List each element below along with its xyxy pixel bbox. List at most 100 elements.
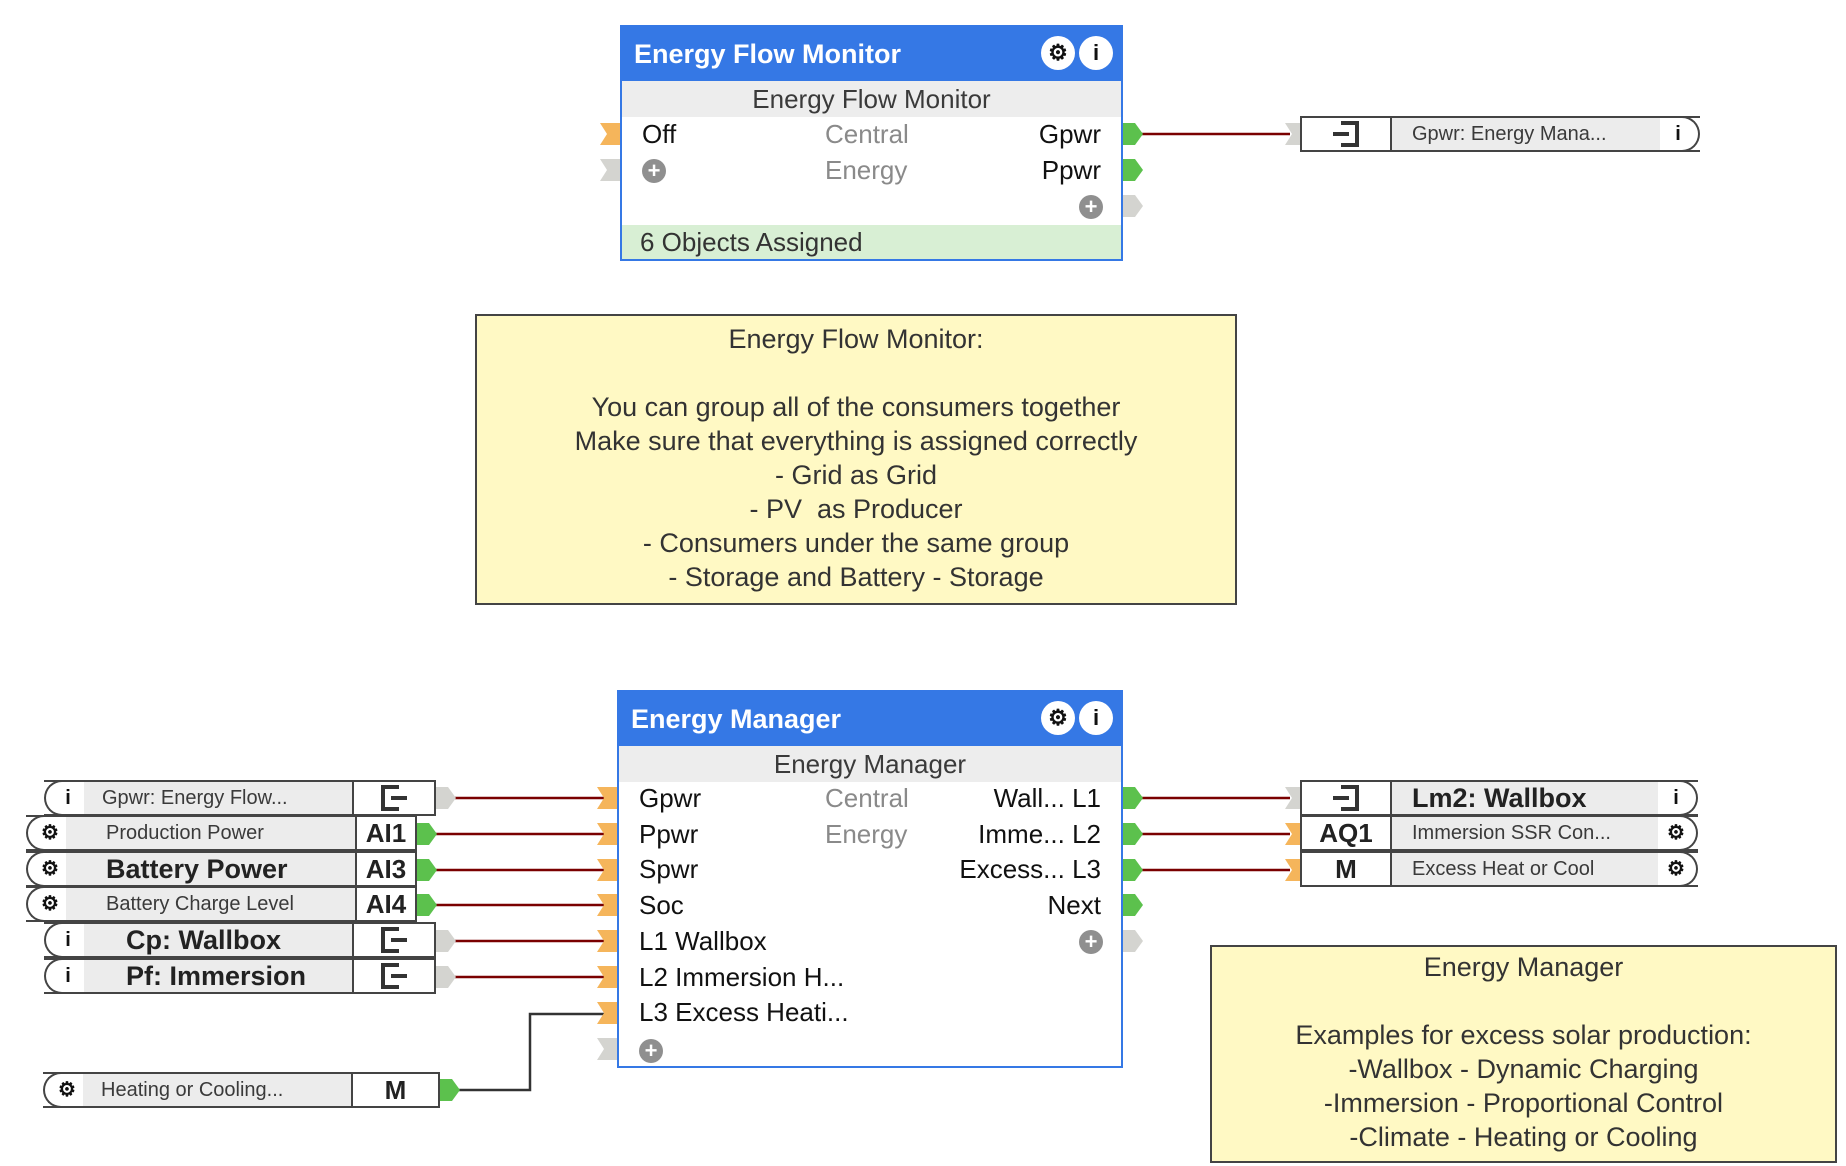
object-label: Pf: Immersion — [84, 960, 352, 992]
info-icon[interactable]: i — [1079, 701, 1113, 735]
object-tag: M — [1300, 851, 1392, 887]
output-label-gpwr: Gpwr — [1038, 119, 1101, 149]
input-port-off[interactable] — [600, 123, 620, 145]
object-label: Excess Heat or Cool — [1392, 853, 1658, 885]
object-gpwr-reference[interactable]: i Gpwr: Energy Flow... — [44, 780, 436, 816]
input-port-ppwr[interactable] — [597, 823, 617, 845]
input-port-empty[interactable] — [597, 1038, 617, 1060]
input-label-l3: L3 Excess Heati... — [639, 997, 849, 1027]
output-port[interactable] — [436, 930, 456, 952]
center-line-2: Energy — [825, 819, 908, 849]
object-lm2-wallbox[interactable]: Lm2: Wallbox i — [1300, 780, 1698, 816]
note-line: You can group all of the consumers toget… — [591, 392, 1121, 422]
gear-icon[interactable]: ⚙ — [41, 858, 59, 880]
gear-icon[interactable]: ⚙ — [1041, 701, 1075, 735]
output-port[interactable] — [417, 859, 437, 881]
gear-icon[interactable]: ⚙ — [58, 1079, 76, 1101]
output-port[interactable] — [436, 966, 456, 988]
note-energy-flow-monitor[interactable]: Energy Flow Monitor: You can group all o… — [475, 314, 1237, 605]
input-label-l2: L2 Immersion H... — [639, 962, 845, 992]
block-title: Energy Manager — [619, 692, 1121, 746]
info-icon[interactable]: i — [65, 965, 71, 987]
object-battery-power[interactable]: ⚙ Battery Power AI3 — [26, 851, 417, 887]
input-port-gpwr[interactable] — [597, 787, 617, 809]
object-label: Battery Power — [66, 853, 355, 885]
center-line-1: Central — [825, 783, 909, 813]
output-label-l1: Wall... L1 — [993, 783, 1101, 813]
add-input-icon[interactable]: + — [639, 1039, 663, 1063]
gpwr-reference-object[interactable]: Gpwr: Energy Mana... i — [1300, 116, 1700, 152]
note-line: Energy Manager — [1423, 952, 1624, 982]
output-port-empty[interactable] — [1123, 930, 1143, 952]
note-line: Make sure that everything is assigned co… — [574, 426, 1138, 456]
output-port[interactable] — [436, 787, 456, 809]
info-icon[interactable]: i — [65, 929, 71, 951]
output-port[interactable] — [417, 823, 437, 845]
object-label: Cp: Wallbox — [84, 924, 352, 956]
note-line: - Storage and Battery - Storage — [668, 562, 1044, 592]
object-excess-heat-or-cool[interactable]: M Excess Heat or Cool ⚙ — [1300, 851, 1698, 887]
energy-flow-monitor-block[interactable]: Energy Flow Monitor ⚙ i Energy Flow Moni… — [620, 25, 1123, 261]
objects-assigned-status: 6 Objects Assigned — [622, 225, 1121, 259]
output-port-ppwr[interactable] — [1123, 159, 1143, 181]
gear-icon[interactable]: ⚙ — [41, 893, 59, 915]
object-label: Lm2: Wallbox — [1392, 782, 1658, 814]
gear-icon[interactable]: ⚙ — [41, 822, 59, 844]
input-port-l2[interactable] — [597, 966, 617, 988]
input-label-l1: L1 Wallbox — [639, 926, 767, 956]
add-output-icon[interactable]: + — [1079, 195, 1103, 219]
output-port-l1[interactable] — [1123, 787, 1143, 809]
object-tag: AQ1 — [1300, 815, 1392, 851]
output-port-next[interactable] — [1123, 894, 1143, 916]
output-port-l2[interactable] — [1123, 823, 1143, 845]
output-port[interactable] — [417, 894, 437, 916]
object-pf-immersion[interactable]: i Pf: Immersion — [44, 958, 436, 994]
gear-icon[interactable]: ⚙ — [1667, 822, 1685, 844]
output-port-l3[interactable] — [1123, 859, 1143, 881]
object-label: Gpwr: Energy Flow... — [84, 782, 352, 814]
note-line: - Consumers under the same group — [642, 528, 1070, 558]
info-icon[interactable]: i — [1673, 787, 1679, 809]
gear-icon[interactable]: ⚙ — [1041, 36, 1075, 70]
note-line: -Wallbox - Dynamic Charging — [1348, 1054, 1699, 1084]
block-subtitle: Energy Manager — [619, 746, 1121, 782]
object-heating-or-cooling[interactable]: ⚙ Heating or Cooling... M — [43, 1072, 440, 1108]
object-tag: M — [351, 1072, 440, 1108]
output-port[interactable] — [440, 1079, 460, 1101]
energy-manager-block[interactable]: Energy Manager ⚙ i Energy Manager Gpwr P… — [617, 690, 1123, 1068]
center-line-1: Central — [825, 119, 909, 149]
reference-input-icon — [1300, 118, 1392, 150]
input-port-l1[interactable] — [597, 930, 617, 952]
output-port-empty[interactable] — [1123, 195, 1143, 217]
input-port-empty[interactable] — [600, 159, 620, 181]
output-port-gpwr[interactable] — [1123, 123, 1143, 145]
reference-output-icon — [352, 922, 436, 958]
reference-input-icon — [1300, 780, 1392, 816]
object-label: Immersion SSR Con... — [1392, 817, 1658, 849]
object-production-power[interactable]: ⚙ Production Power AI1 — [26, 815, 417, 851]
input-port-l3[interactable] — [597, 1002, 617, 1024]
note-line — [477, 356, 1235, 390]
info-icon[interactable]: i — [1675, 123, 1681, 145]
input-port-spwr[interactable] — [597, 859, 617, 881]
object-label: Heating or Cooling... — [83, 1074, 351, 1106]
object-label: Production Power — [66, 817, 355, 849]
object-tag: AI1 — [355, 815, 417, 851]
input-port-soc[interactable] — [597, 894, 617, 916]
add-output-icon[interactable]: + — [1079, 930, 1103, 954]
add-input-icon[interactable]: + — [642, 159, 666, 183]
input-label-spwr: Spwr — [639, 854, 699, 884]
object-tag: AI3 — [355, 851, 417, 887]
info-icon[interactable]: i — [65, 787, 71, 809]
note-line: - Grid as Grid — [774, 460, 938, 490]
output-label-l3: Excess... L3 — [959, 854, 1101, 884]
gear-icon[interactable]: ⚙ — [1667, 858, 1685, 880]
object-battery-charge-level[interactable]: ⚙ Battery Charge Level AI4 — [26, 886, 417, 922]
block-subtitle: Energy Flow Monitor — [622, 81, 1121, 117]
note-energy-manager[interactable]: Energy Manager Examples for excess solar… — [1210, 945, 1837, 1163]
object-immersion-ssr[interactable]: AQ1 Immersion SSR Con... ⚙ — [1300, 815, 1698, 851]
input-label-soc: Soc — [639, 890, 684, 920]
info-icon[interactable]: i — [1079, 36, 1113, 70]
object-cp-wallbox[interactable]: i Cp: Wallbox — [44, 922, 436, 958]
note-line: -Climate - Heating or Cooling — [1349, 1122, 1698, 1152]
